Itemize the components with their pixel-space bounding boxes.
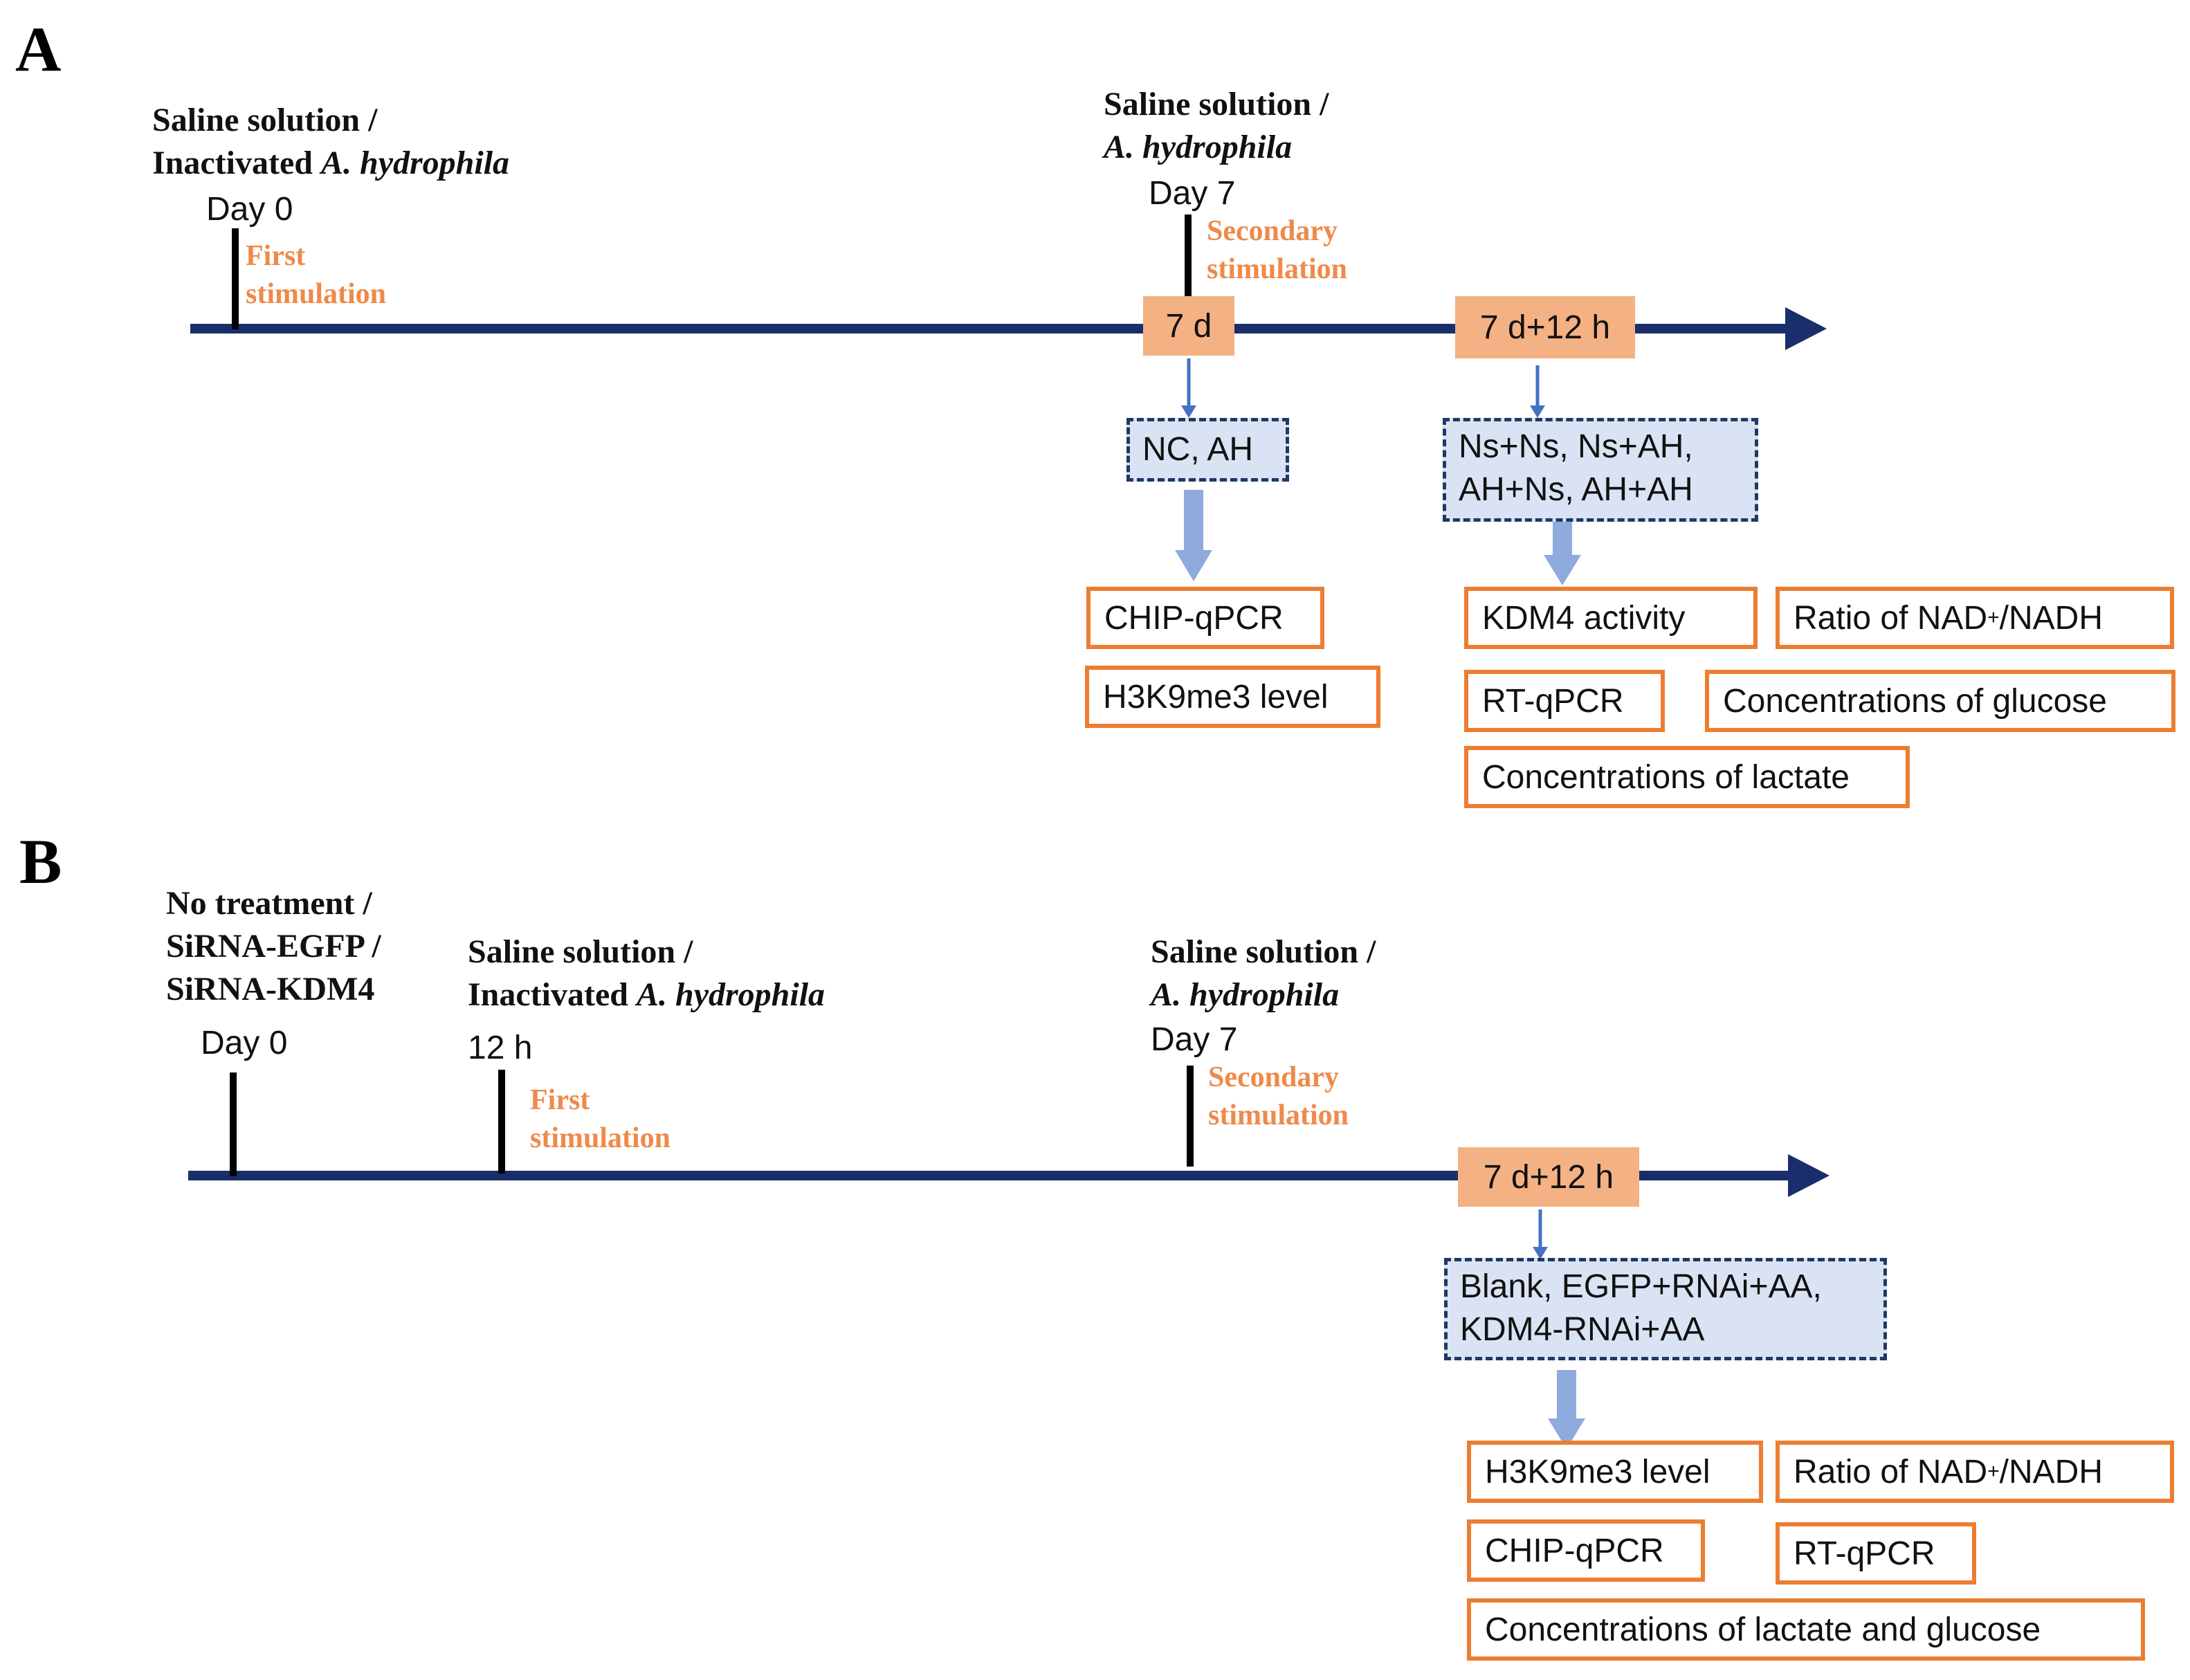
- condition-b-day0-line2: SiRNA-EGFP /: [166, 928, 381, 965]
- stim-a-first-line1: First: [246, 240, 306, 272]
- time-box-b-7d12h: 7 d+12 h: [1458, 1147, 1639, 1207]
- thick-arrow-b-head: [1548, 1418, 1585, 1449]
- nad-ratio-a-suffix: /NADH: [1999, 599, 2103, 637]
- day-label-a-day0: Day 0: [206, 191, 293, 228]
- condition-a-day0-line2: Inactivated A. hydrophila: [152, 142, 509, 185]
- condition-a-day7: Saline solution / A. hydrophila: [1104, 83, 1329, 169]
- assay-b-nad-ratio: Ratio of NAD+/NADH: [1776, 1441, 2174, 1503]
- timeline-b-arrowhead: [1788, 1154, 1829, 1197]
- stimulation-label-a-secondary: Secondary stimulation: [1207, 212, 1347, 289]
- condition-a-day7-species: A. hydrophila: [1104, 129, 1293, 165]
- timeline-b: [188, 1066, 1829, 1197]
- tick-b-day0: [230, 1072, 237, 1176]
- condition-b-day0-line1: No treatment /: [166, 885, 372, 922]
- timeline-a-arrowhead: [1785, 307, 1827, 350]
- time-box-a-7d: 7 d: [1143, 296, 1234, 356]
- panel-label-a: A: [15, 14, 62, 84]
- nad-ratio-a-prefix: Ratio of NAD: [1794, 599, 1988, 637]
- timeline-a-axis: [190, 324, 1799, 334]
- stim-b-first-line2: stimulation: [530, 1122, 671, 1154]
- tick-b-12h: [498, 1070, 505, 1174]
- thick-arrow-a-left-head: [1175, 550, 1212, 581]
- time-box-a-7d12h: 7 d+12 h: [1455, 296, 1635, 358]
- condition-a-day0-species: A. hydrophila: [320, 145, 510, 181]
- nad-ratio-b-suffix: /NADH: [1999, 1453, 2103, 1490]
- group-b-line2: KDM4-RNAi+AA: [1460, 1311, 1705, 1348]
- tick-a-day7: [1185, 214, 1192, 296]
- condition-a-day7-line2: A. hydrophila: [1104, 126, 1329, 169]
- group-a-line1: Ns+Ns, Ns+AH,: [1459, 428, 1693, 465]
- assay-a-lactate: Concentrations of lactate: [1464, 746, 1910, 808]
- condition-b-12h-line2: Inactivated A. hydrophila: [468, 974, 825, 1016]
- condition-b-day7-species: A. hydrophila: [1151, 976, 1340, 1013]
- arrows-a: [1175, 358, 1581, 585]
- group-a-line2: AH+Ns, AH+AH: [1459, 471, 1693, 508]
- condition-b-12h-species: A. hydrophila: [636, 976, 825, 1013]
- assay-b-h3k9me3: H3K9me3 level: [1467, 1441, 1763, 1503]
- nad-ratio-b-prefix: Ratio of NAD: [1794, 1453, 1988, 1490]
- condition-a-day0-line1: Saline solution /: [152, 102, 378, 138]
- thick-arrow-a-right-shaft: [1553, 522, 1572, 558]
- stim-b-secondary-line1: Secondary: [1208, 1061, 1339, 1093]
- condition-b-12h: Saline solution / Inactivated A. hydroph…: [468, 931, 825, 1016]
- assay-a-nad-ratio: Ratio of NAD+/NADH: [1776, 587, 2174, 649]
- arrow-a-7d-head: [1181, 405, 1196, 418]
- condition-a-day7-line1: Saline solution /: [1104, 86, 1329, 122]
- condition-a-day0-prefix: Inactivated: [152, 145, 321, 181]
- arrow-b-7d12h-head: [1533, 1247, 1548, 1259]
- condition-b-12h-line1: Saline solution /: [468, 933, 693, 970]
- stimulation-label-b-secondary: Secondary stimulation: [1208, 1059, 1349, 1135]
- stim-a-secondary-line2: stimulation: [1207, 253, 1348, 285]
- condition-b-12h-prefix: Inactivated: [468, 976, 637, 1013]
- condition-b-day7-line1: Saline solution /: [1151, 933, 1376, 970]
- thick-arrow-a-left-shaft: [1184, 490, 1203, 552]
- thick-arrow-a-right-head: [1544, 555, 1581, 585]
- assay-a-glucose: Concentrations of glucose: [1705, 670, 2175, 732]
- assay-a-chip-qpcr: CHIP-qPCR: [1086, 587, 1324, 649]
- arrow-a-7d12h-head: [1530, 405, 1545, 418]
- assay-b-lactate-glucose: Concentrations of lactate and glucose: [1467, 1598, 2145, 1661]
- stimulation-label-a-first: First stimulation: [246, 237, 386, 313]
- nad-ratio-a-sup: +: [1987, 606, 2000, 629]
- assay-b-chip-qpcr: CHIP-qPCR: [1467, 1519, 1705, 1582]
- thick-arrow-b-shaft: [1557, 1370, 1576, 1421]
- tick-b-day7: [1187, 1066, 1194, 1167]
- condition-b-day7: Saline solution / A. hydrophila: [1151, 931, 1376, 1016]
- assay-a-h3k9me3: H3K9me3 level: [1085, 666, 1380, 728]
- condition-b-day0-line3: SiRNA-KDM4: [166, 971, 375, 1007]
- timeline-a: [190, 214, 1827, 350]
- assay-a-rt-qpcr: RT-qPCR: [1464, 670, 1665, 732]
- condition-a-day0: Saline solution / Inactivated A. hydroph…: [152, 99, 509, 185]
- day-label-a-day7: Day 7: [1149, 175, 1236, 212]
- timeline-b-axis: [188, 1171, 1800, 1180]
- group-b-line1: Blank, EGFP+RNAi+AA,: [1460, 1268, 1822, 1305]
- time-label-b-12h: 12 h: [468, 1030, 533, 1066]
- day-label-b-day7: Day 7: [1151, 1021, 1238, 1058]
- condition-b-day0: No treatment / SiRNA-EGFP / SiRNA-KDM4: [166, 882, 381, 1011]
- stim-a-secondary-line1: Secondary: [1207, 215, 1338, 247]
- group-box-a-nc-ah: NC, AH: [1126, 418, 1289, 482]
- stim-a-first-line2: stimulation: [246, 278, 387, 310]
- stim-b-secondary-line2: stimulation: [1208, 1099, 1349, 1131]
- arrows-b: [1533, 1209, 1585, 1449]
- tick-a-day0: [232, 228, 239, 329]
- group-box-a-four-groups: Ns+Ns, Ns+AH, AH+Ns, AH+AH: [1443, 418, 1758, 522]
- condition-b-day7-line2: A. hydrophila: [1151, 974, 1376, 1016]
- panel-label-b: B: [19, 826, 62, 897]
- day-label-b-day0: Day 0: [201, 1025, 288, 1061]
- group-box-b-three-groups: Blank, EGFP+RNAi+AA, KDM4-RNAi+AA: [1444, 1258, 1887, 1360]
- assay-b-rt-qpcr: RT-qPCR: [1776, 1522, 1976, 1585]
- stimulation-label-b-first: First stimulation: [530, 1081, 670, 1158]
- stim-b-first-line1: First: [530, 1084, 590, 1116]
- assay-a-kdm4-activity: KDM4 activity: [1464, 587, 1758, 649]
- nad-ratio-b-sup: +: [1987, 1460, 2000, 1483]
